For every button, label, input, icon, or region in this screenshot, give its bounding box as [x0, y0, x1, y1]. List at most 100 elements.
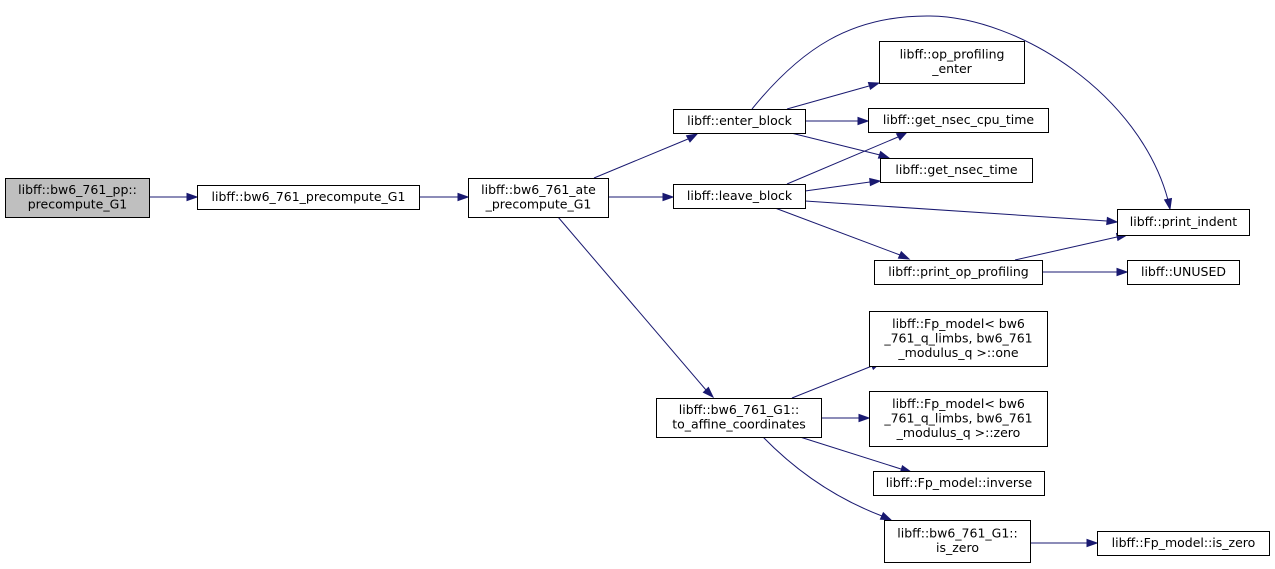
- arrowhead: [1163, 197, 1173, 211]
- node-box: [197, 185, 420, 210]
- arrowhead: [858, 413, 871, 423]
- edge-bw6_761_ate_precompute_G1-to-leave_block: [608, 192, 675, 202]
- node-to_affine_coordinates[interactable]: libff::bw6_761_G1::to_affine_coordinates: [656, 398, 822, 438]
- node-label: _precompute_G1: [485, 197, 592, 212]
- node-fp_model_is_zero[interactable]: libff::Fp_model::is_zero: [1097, 531, 1270, 556]
- arrowhead: [662, 192, 675, 202]
- node-label: libff::print_indent: [1130, 214, 1237, 229]
- node-box: [873, 471, 1045, 496]
- arrowhead: [857, 116, 870, 126]
- arrowhead: [869, 177, 882, 187]
- node-label: libff::Fp_model::is_zero: [1112, 535, 1256, 550]
- arrowhead: [897, 250, 911, 260]
- node-label: libff::get_nsec_cpu_time: [883, 112, 1034, 127]
- node-box: [879, 41, 1025, 84]
- node-box: [1117, 209, 1250, 236]
- node-box: [880, 158, 1033, 183]
- node-label: libff::bw6_761_ate: [481, 182, 596, 197]
- arrowhead: [186, 192, 199, 202]
- node-print_indent[interactable]: libff::print_indent: [1117, 209, 1250, 236]
- arrowhead: [877, 150, 891, 159]
- node-box: [1127, 260, 1240, 285]
- edge-leave_block-to-get_nsec_time: [804, 177, 882, 192]
- node-fp_model_inverse[interactable]: libff::Fp_model::inverse: [873, 471, 1045, 496]
- node-box: [673, 184, 806, 209]
- node-box: [869, 311, 1048, 367]
- call-edges: [149, 15, 1173, 548]
- node-box: [656, 398, 822, 438]
- node-label: libff::bw6_761_G1::: [897, 526, 1017, 541]
- node-box: [5, 178, 150, 218]
- node-box: [874, 260, 1043, 285]
- node-label: _enter: [931, 61, 972, 76]
- node-fp_model_zero[interactable]: libff::Fp_model< bw6_761_q_limbs, bw6_76…: [869, 391, 1048, 447]
- edge-bw6_761_pp_precompute_G1-to-bw6_761_precompute_G1: [149, 192, 199, 202]
- edge-bw6_761_G1_is_zero-to-fp_model_is_zero: [1030, 538, 1099, 548]
- node-label: libff::op_profiling: [900, 47, 1005, 62]
- node-box: [884, 520, 1031, 563]
- arrowhead: [1116, 267, 1129, 277]
- node-box: [868, 108, 1049, 133]
- node-label: _761_q_limbs, bw6_761: [883, 330, 1032, 345]
- node-label: libff::bw6_761_pp::: [18, 182, 137, 197]
- node-get_nsec_cpu_time[interactable]: libff::get_nsec_cpu_time: [868, 108, 1049, 133]
- arrowhead: [702, 386, 715, 399]
- arrowhead: [879, 511, 893, 521]
- node-label: _modulus_q >::one: [897, 345, 1018, 360]
- edge-print_op_profiling-to-UNUSED: [1042, 267, 1129, 277]
- node-label: libff::Fp_model::inverse: [886, 475, 1033, 490]
- edge-bw6_761_ate_precompute_G1-to-to_affine_coordinates: [557, 216, 715, 399]
- arrowhead: [1086, 538, 1099, 548]
- edge-to_affine_coordinates-to-fp_model_zero: [821, 413, 871, 423]
- node-label: libff::leave_block: [687, 188, 793, 203]
- node-label: is_zero: [936, 540, 979, 555]
- node-label: libff::get_nsec_time: [895, 162, 1017, 177]
- edge-enter_block-to-print_indent: [751, 15, 1173, 211]
- node-fp_model_one[interactable]: libff::Fp_model< bw6_761_q_limbs, bw6_76…: [869, 311, 1048, 367]
- node-enter_block[interactable]: libff::enter_block: [673, 109, 806, 134]
- node-print_op_profiling[interactable]: libff::print_op_profiling: [874, 260, 1043, 285]
- edge-bw6_761_ate_precompute_G1-to-enter_block: [593, 133, 699, 179]
- edge-enter_block-to-get_nsec_time: [786, 131, 891, 159]
- node-box: [1097, 531, 1270, 556]
- node-op_profiling_enter[interactable]: libff::op_profiling_enter: [879, 41, 1025, 84]
- node-bw6_761_ate_precompute_G1[interactable]: libff::bw6_761_ate_precompute_G1: [468, 178, 609, 218]
- node-UNUSED[interactable]: libff::UNUSED: [1127, 260, 1240, 285]
- edge-leave_block-to-print_op_profiling: [774, 207, 911, 260]
- node-label: libff::Fp_model< bw6: [892, 316, 1025, 331]
- node-box: [468, 178, 609, 218]
- node-bw6_761_precompute_G1[interactable]: libff::bw6_761_precompute_G1: [197, 185, 420, 210]
- node-label: libff::bw6_761_precompute_G1: [212, 189, 406, 204]
- edge-leave_block-to-get_nsec_cpu_time: [786, 131, 909, 185]
- node-label: libff::enter_block: [687, 113, 792, 128]
- node-bw6_761_G1_is_zero[interactable]: libff::bw6_761_G1::is_zero: [884, 520, 1031, 563]
- node-leave_block[interactable]: libff::leave_block: [673, 184, 806, 209]
- edge-to_affine_coordinates-to-bw6_761_G1_is_zero: [762, 436, 893, 521]
- node-get_nsec_time[interactable]: libff::get_nsec_time: [880, 158, 1033, 183]
- node-label: _modulus_q >::zero: [896, 425, 1021, 440]
- arrowhead: [867, 81, 881, 91]
- arrowhead: [685, 133, 699, 143]
- node-box: [869, 391, 1048, 447]
- node-label: _761_q_limbs, bw6_761: [883, 410, 1032, 425]
- arrowhead: [1106, 216, 1119, 226]
- node-box: [673, 109, 806, 134]
- node-label: libff::UNUSED: [1141, 264, 1226, 279]
- edge-to_affine_coordinates-to-fp_model_one: [791, 361, 883, 399]
- edge-to_affine_coordinates-to-fp_model_inverse: [799, 436, 913, 474]
- edge-print_op_profiling-to-print_indent: [1014, 232, 1129, 261]
- node-label: libff::bw6_761_G1::: [679, 402, 799, 417]
- arrowhead: [457, 192, 470, 202]
- node-label: precompute_G1: [28, 197, 128, 212]
- edge-enter_block-to-op_profiling_enter: [786, 81, 881, 110]
- node-label: libff::Fp_model< bw6: [892, 396, 1025, 411]
- node-label: to_affine_coordinates: [672, 417, 806, 432]
- arrowhead: [895, 131, 909, 141]
- node-label: libff::print_op_profiling: [888, 264, 1029, 279]
- node-bw6_761_pp_precompute_G1[interactable]: libff::bw6_761_pp::precompute_G1: [5, 178, 150, 218]
- edge-leave_block-to-print_indent: [804, 200, 1119, 226]
- call-nodes: libff::bw6_761_pp::precompute_G1libff::b…: [5, 41, 1270, 563]
- edge-enter_block-to-get_nsec_cpu_time: [805, 116, 870, 126]
- edge-bw6_761_precompute_G1-to-bw6_761_ate_precompute_G1: [419, 192, 470, 202]
